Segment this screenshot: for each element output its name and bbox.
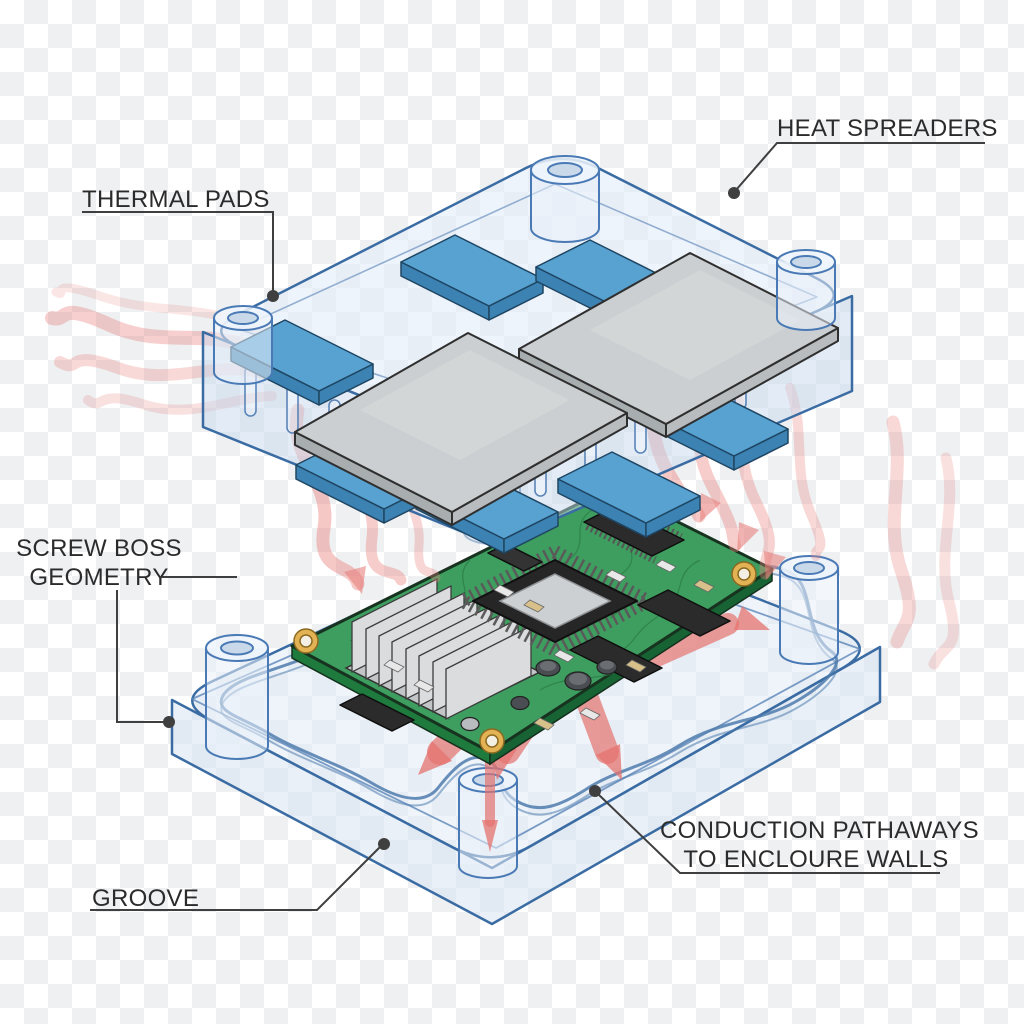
leader-dots xyxy=(163,187,740,850)
leader-dot xyxy=(728,187,740,199)
capacitors xyxy=(460,659,618,732)
screw-boss xyxy=(530,155,600,243)
screw-boss xyxy=(213,305,273,385)
processor-chip xyxy=(448,544,662,658)
arrowhead xyxy=(344,566,366,594)
heat-flow-ribbons-right-outer xyxy=(886,415,959,670)
tray-screw-bosses xyxy=(205,555,839,879)
arrowhead xyxy=(734,606,770,630)
label-line: TO ENCLOURE WALLS xyxy=(683,846,949,873)
leader-lines xyxy=(82,142,985,911)
screw-boss xyxy=(776,249,836,331)
arrowhead xyxy=(764,551,786,580)
label-line: SCREW BOSS xyxy=(16,535,182,562)
label-line: CONDUCTION PATHAWAYS xyxy=(660,817,979,844)
thermal-pad xyxy=(400,234,544,321)
heat-spreader-plate xyxy=(518,252,839,438)
heatsink xyxy=(344,577,542,721)
arrowhead xyxy=(700,493,721,522)
label-thermal-pads: THERMAL PADS xyxy=(82,186,270,213)
label-conduction-pathways: CONDUCTION PATHAWAYS TO ENCLOURE WALLS xyxy=(660,816,979,874)
heat-flow-arrow xyxy=(574,684,619,764)
leader-dot xyxy=(589,785,601,797)
leader-line xyxy=(90,845,382,911)
screw-boss xyxy=(205,634,269,760)
leader-dot xyxy=(378,838,390,850)
ic-chip xyxy=(339,693,415,732)
top-enclosure-lid xyxy=(201,155,854,554)
thermal-pad xyxy=(557,451,701,538)
leader-line xyxy=(735,142,985,191)
label-groove: GROOVE xyxy=(92,885,200,912)
leader-line xyxy=(82,211,274,292)
passive-components xyxy=(383,559,715,731)
arrowhead xyxy=(596,744,622,780)
lid-screw-bosses xyxy=(213,155,836,385)
leader-dot xyxy=(163,716,175,728)
label-heat-spreaders: HEAT SPREADERS xyxy=(777,115,998,142)
heat-spreader-plate xyxy=(294,332,628,526)
leader-dot xyxy=(267,290,279,302)
label-line: GEOMETRY xyxy=(29,564,169,591)
processor-die xyxy=(498,573,612,629)
arrowhead xyxy=(418,741,452,775)
mounting-holes xyxy=(293,561,757,754)
leader-line xyxy=(116,590,164,723)
heat-spreaders xyxy=(294,252,839,526)
screw-boss xyxy=(779,555,839,665)
arrowhead xyxy=(482,820,498,852)
label-screw-boss-geometry: SCREW BOSS GEOMETRY xyxy=(14,534,184,592)
ic-chip xyxy=(637,589,731,637)
leader-line xyxy=(597,793,940,874)
arrowhead xyxy=(737,522,759,552)
heat-flow-arrow xyxy=(641,613,739,669)
